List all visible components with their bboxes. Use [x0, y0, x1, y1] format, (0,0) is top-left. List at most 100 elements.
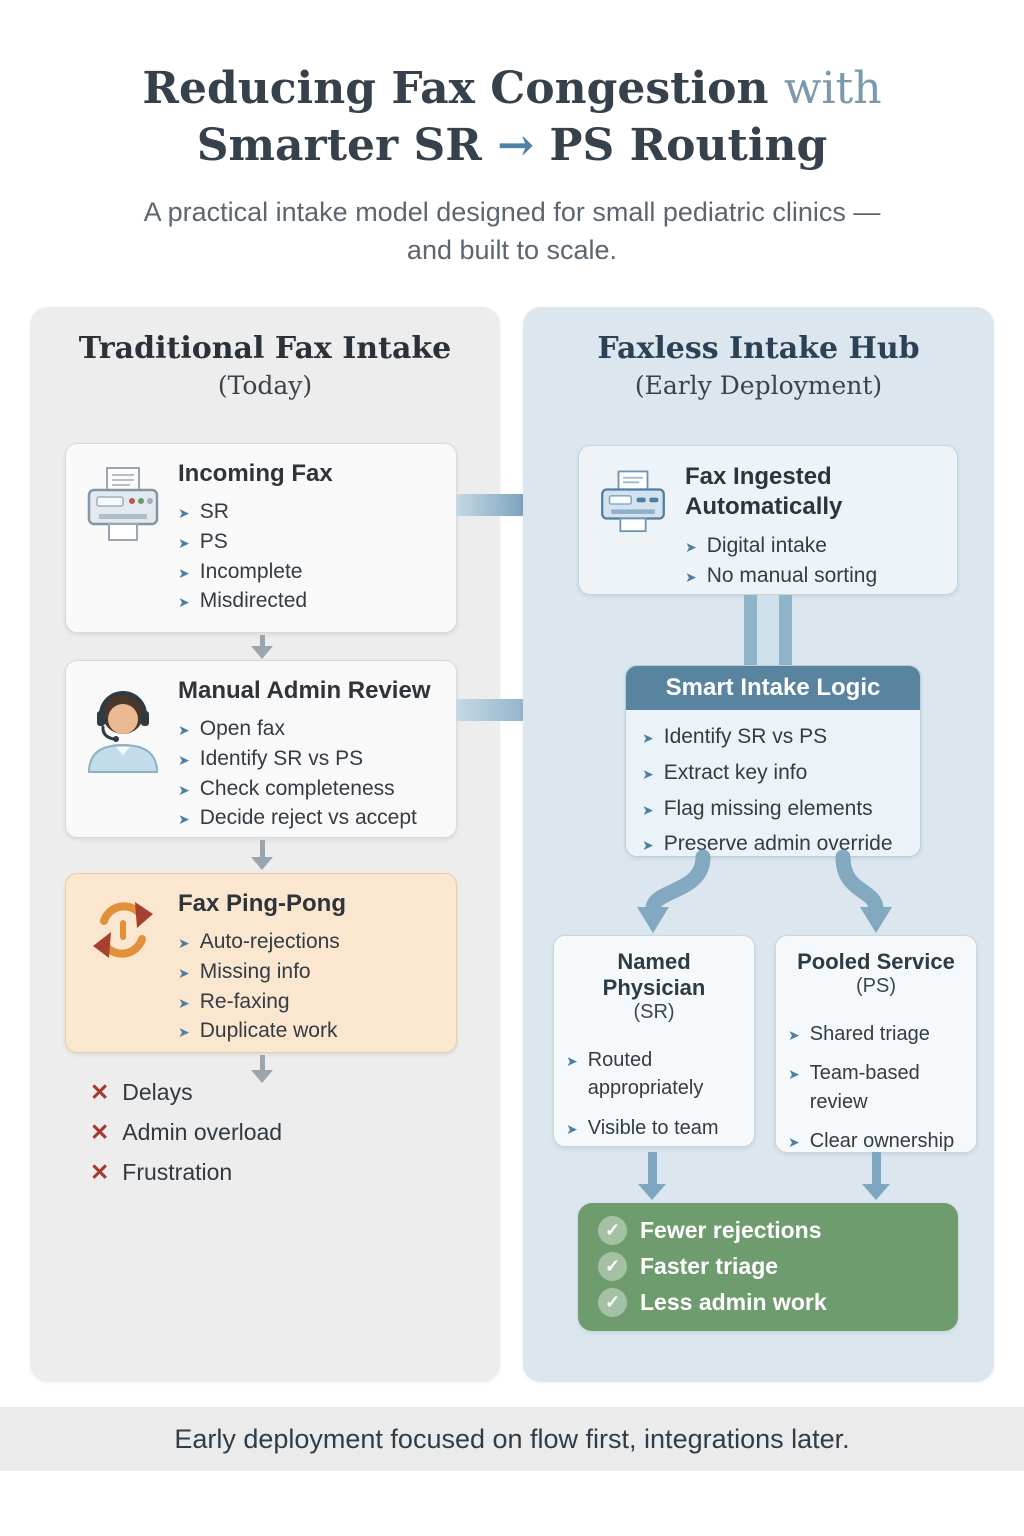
connector-ingest-to-logic: [744, 595, 792, 665]
smart-intake-logic-card: Smart Intake Logic ➤Identify SR vs PS ➤E…: [625, 665, 921, 857]
bullet-item: ➤ Decide reject vs accept: [178, 803, 442, 833]
fax-machine-icon: [80, 460, 166, 616]
card-title: Fax Ingested Automatically: [685, 463, 843, 520]
sr-card-subtitle: (SR): [633, 1001, 675, 1023]
bullet-item: ➤Incomplete: [178, 557, 442, 587]
bullet-arrow-icon: ➤: [178, 1024, 190, 1041]
admin-agent-icon: [80, 677, 166, 821]
bullet-item: ➤ Open fax: [178, 714, 442, 744]
outcome-text: Fewer rejections: [640, 1217, 822, 1243]
bullet-item: ➤Identify SR vs PS: [642, 722, 904, 752]
bullet-item: ➤Duplicate work: [178, 1016, 442, 1046]
traditional-panel-title: Traditional Fax Intake: [78, 331, 452, 366]
bullet-item: ➤Auto-rejections: [178, 927, 442, 957]
page-title-line2: Smarter SR → PS Routing: [0, 117, 1024, 174]
x-mark-icon: ✕: [90, 1159, 110, 1185]
bullet-arrow-icon: ➤: [685, 568, 697, 585]
bullet-text: Missing info: [199, 959, 311, 983]
bullet-arrow-icon: ➤: [788, 1066, 800, 1083]
bullet-arrow-icon: ➤: [178, 722, 190, 738]
bullet-text: Shared triage: [809, 1023, 930, 1045]
down-arrow: [249, 635, 275, 659]
pain-point: ✕Frustration: [90, 1159, 282, 1186]
bullet-text: Flag missing elements: [663, 796, 873, 820]
bullet-text: Incomplete: [199, 559, 303, 583]
bullet-text: Visible to team: [587, 1116, 719, 1139]
footer-note: Early deployment focused on flow first, …: [0, 1407, 1024, 1471]
faxless-panel-heading: Faxless Intake Hub (Early Deployment): [523, 307, 994, 400]
outcome-item: ✓Faster triage: [598, 1252, 938, 1281]
fax-ingested-body: Fax Ingested Automatically ➤Digital inta…: [685, 462, 943, 587]
outcome-text: Less admin work: [640, 1289, 827, 1315]
smart-intake-logic-body: ➤Identify SR vs PS ➤Extract key info ➤ Fl…: [626, 710, 920, 856]
incoming-fax-body: Incoming Fax ➤SR ➤PS ➤Incomplete ➤Misdir…: [178, 460, 442, 616]
bullet-text: Open fax: [199, 717, 285, 740]
title-line2-b: PS Routing: [549, 120, 828, 172]
page-title-line1: Reducing Fax Congestion with: [0, 60, 1024, 117]
bullet-item: ➤ Visible to team: [566, 1114, 742, 1142]
bullet-arrow-icon: ➤: [566, 1053, 578, 1069]
bullet-arrow-icon: ➤: [178, 781, 190, 798]
down-arrow: [861, 1152, 891, 1200]
bullet-text: Identify SR vs PS: [663, 725, 828, 748]
card-title: Manual Admin Review: [178, 677, 431, 704]
down-arrow: [249, 1055, 275, 1083]
title-with: with: [783, 63, 882, 114]
pain-point-text: Admin overload: [122, 1119, 283, 1145]
bullet-text: No manual sorting: [706, 563, 878, 587]
faxless-panel-subtitle: (Early Deployment): [634, 371, 883, 400]
bullet-text: Preserve admin override: [663, 832, 893, 856]
bullet-item: ➤ Routed appropriately: [566, 1046, 742, 1103]
sr-card-list: ➤ Routed appropriately ➤ Visible to team: [566, 1046, 742, 1142]
pain-point: ✕Admin overload: [90, 1119, 282, 1146]
bullet-item: ➤Check completeness: [178, 774, 442, 804]
outcome-item: ✓Fewer rejections: [598, 1216, 938, 1245]
incoming-fax-card: Incoming Fax ➤SR ➤PS ➤Incomplete ➤Misdir…: [65, 443, 457, 633]
bullet-arrow-icon: ➤: [642, 765, 654, 782]
traditional-fax-panel: Traditional Fax Intake (Today): [30, 307, 500, 1382]
sr-card-title: Named Physician: [602, 949, 706, 1000]
bullet-text: Routed appropriately: [587, 1049, 704, 1100]
fax-ingested-card: Fax Ingested Automatically ➤Digital inta…: [578, 445, 958, 595]
bullet-arrow-icon: ➤: [788, 1134, 800, 1151]
bullet-arrow-icon: ➤: [788, 1027, 800, 1043]
check-circle-icon: ✓: [598, 1288, 627, 1317]
bullet-arrow-icon: ➤: [178, 751, 190, 768]
traditional-panel-heading: Traditional Fax Intake (Today): [30, 307, 500, 400]
card-title: Fax Ping-Pong: [178, 890, 346, 917]
routing-arrow-icon: →: [497, 120, 535, 172]
card-title: Incoming Fax: [178, 460, 333, 487]
ps-card-list: ➤Shared triage ➤Team-based review ➤Clear…: [788, 1020, 964, 1156]
x-mark-icon: ✕: [90, 1079, 110, 1105]
bullet-item: ➤Misdirected: [178, 586, 442, 616]
check-circle-icon: ✓: [598, 1252, 627, 1281]
bullet-arrow-icon: ➤: [178, 811, 190, 828]
bullet-item: ➤PS: [178, 527, 442, 557]
bullet-arrow-icon: ➤: [566, 1120, 578, 1137]
bullet-item: ➤ Shared triage: [788, 1020, 964, 1048]
bullet-text: Identify SR vs PS: [199, 746, 364, 770]
manual-admin-review-card: Manual Admin Review ➤ Open fax ➤ Identify …: [65, 660, 457, 838]
pain-point: ✕Delays: [90, 1079, 282, 1106]
bullet-text: SR: [199, 500, 229, 523]
outcomes-card: ✓Fewer rejections ✓Faster triage ✓Less a…: [578, 1203, 958, 1331]
named-physician-card: Named Physician (SR) ➤ Routed appropriate…: [553, 935, 755, 1147]
outcome-item: ✓ Less admin work: [598, 1288, 938, 1317]
bullet-item: ➤Re-faxing: [178, 987, 442, 1017]
digital-fax-icon: [593, 462, 673, 578]
bullet-item: ➤Extract key info: [642, 758, 904, 788]
bullet-arrow-icon: ➤: [178, 594, 190, 611]
bullet-arrow-icon: ➤: [178, 964, 190, 981]
bullet-arrow-icon: ➤: [178, 534, 190, 551]
bullet-text: Team-based review: [809, 1062, 920, 1113]
bullet-text: Decide reject vs accept: [199, 806, 417, 830]
pooled-service-card: Pooled Service (PS) ➤Shared triage ➤Team…: [775, 935, 977, 1153]
ps-card-title: Pooled Service: [797, 949, 955, 974]
bullet-item: ➤ Team-based review: [788, 1059, 964, 1116]
bullet-item: ➤ Identify SR vs PS: [178, 744, 442, 774]
faxless-panel-title: Faxless Intake Hub: [597, 331, 920, 366]
bullet-text: Re-faxing: [199, 989, 290, 1013]
cycle-arrows-icon: [80, 890, 166, 1036]
fax-ping-pong-body: Fax Ping-Pong ➤Auto-rejections ➤ Missing …: [178, 890, 442, 1042]
